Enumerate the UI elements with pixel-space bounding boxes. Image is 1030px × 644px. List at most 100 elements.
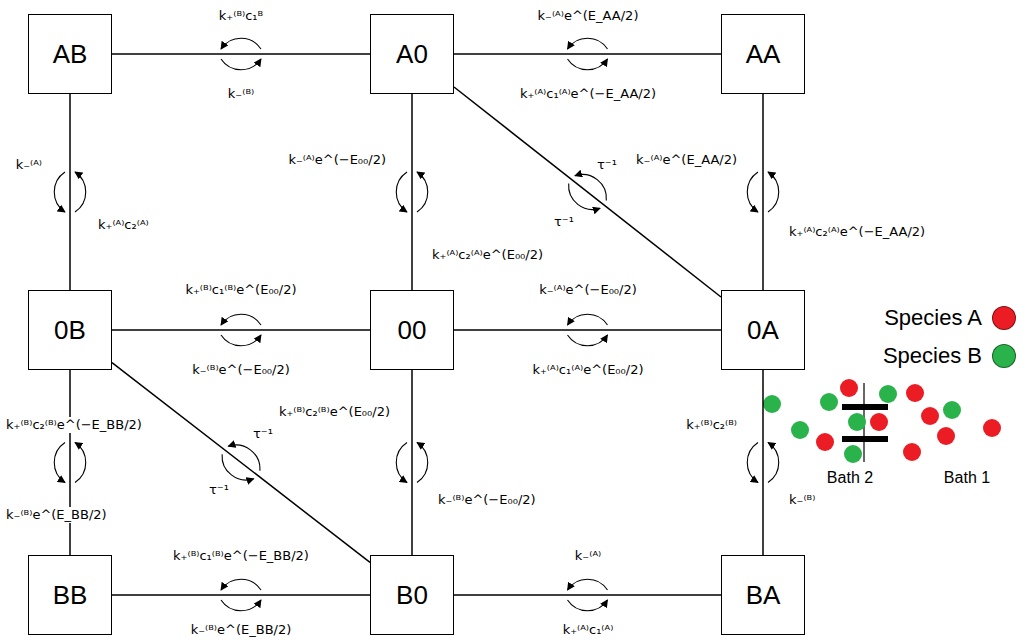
rate-arrow [768, 443, 779, 483]
rate-label: k₋⁽ᴬ⁾e^(E_AA/2) [536, 8, 641, 24]
transition-line [454, 87, 721, 297]
state-name: 0B [54, 315, 86, 345]
rate-label: τ⁻¹ [207, 482, 231, 498]
rate-arrow [562, 184, 600, 217]
rate-label: k₋⁽ᴮ⁾e^(−E₀₀/2) [436, 492, 538, 508]
rate-arrow-pair [216, 438, 267, 487]
rate-arrow-pair [221, 579, 261, 610]
state-name: BA [746, 580, 781, 610]
channel-bar [842, 436, 888, 442]
rate-label: k₊⁽ᴬ⁾c₁⁽ᴬ⁾ [561, 622, 616, 638]
rate-arrow [568, 335, 608, 346]
transition-line [762, 94, 764, 290]
transition-line [411, 94, 413, 290]
transition-line [454, 594, 721, 596]
legend-text: Species A [884, 305, 982, 331]
rate-arrow-pair [562, 167, 613, 216]
rate-arrow-pair [747, 443, 778, 483]
rate-arrow-pair [568, 579, 608, 610]
rate-arrow [568, 579, 608, 590]
legend-entry: Species B [883, 343, 1016, 369]
transition-line [112, 363, 370, 563]
rate-label: τ⁻¹ [595, 157, 619, 173]
rate-arrow [221, 314, 261, 325]
channel-bar [842, 404, 888, 410]
state-name: AA [746, 39, 781, 69]
rate-label: k₋⁽ᴬ⁾ [14, 157, 44, 173]
state-box: BB [28, 555, 112, 635]
legend-entry: Species A [884, 305, 1016, 331]
rate-label: k₋⁽ᴬ⁾ [573, 548, 603, 564]
rate-label: k₋⁽ᴮ⁾ [226, 86, 256, 102]
rate-arrow [221, 38, 261, 49]
transition-line [112, 594, 370, 596]
rate-label: k₊⁽ᴮ⁾c₁⁽ᴮ⁾e^(−E_BB/2) [171, 548, 311, 564]
state-name: BB [53, 580, 88, 610]
rate-arrow [221, 59, 261, 70]
legend-text: Species B [883, 343, 982, 369]
rate-arrow [221, 579, 261, 590]
state-box: 0A [721, 290, 805, 370]
rate-arrow [568, 600, 608, 611]
transition-line [69, 370, 71, 555]
rate-label: k₊⁽ᴬ⁾c₂⁽ᴬ⁾e^(E₀₀/2) [430, 247, 545, 263]
state-name: AB [53, 39, 88, 69]
rate-arrow-pair [747, 172, 778, 212]
rate-arrow-pair [396, 443, 427, 483]
rate-arrow-pair [221, 314, 261, 345]
rate-label: k₊⁽ᴬ⁾c₂⁽ᴬ⁾ [96, 217, 151, 233]
bath-label: Bath 1 [942, 470, 992, 486]
rate-label: k₋⁽ᴮ⁾ [787, 492, 817, 508]
transition-line [454, 53, 721, 55]
rate-label: k₊⁽ᴮ⁾c₁⁽ᴮ⁾e^(E₀₀/2) [183, 282, 298, 298]
rate-arrow [768, 172, 779, 212]
state-name: A0 [396, 39, 428, 69]
rate-arrow-pair [54, 172, 85, 212]
transition-line [112, 53, 370, 55]
state-box: 0B [28, 290, 112, 370]
state-box: A0 [370, 14, 454, 94]
bath-label: Bath 2 [825, 470, 875, 486]
rate-label: τ⁻¹ [552, 214, 576, 230]
legend-swatch [992, 306, 1016, 330]
rate-arrow [54, 443, 65, 483]
species-b-particles [763, 385, 961, 463]
rate-label: k₊⁽ᴮ⁾c₂⁽ᴮ⁾e^(E₀₀/2) [277, 404, 392, 420]
rate-arrow [417, 443, 428, 483]
rate-arrow [54, 172, 65, 212]
legend-swatch [992, 344, 1016, 368]
rate-label: k₊⁽ᴬ⁾c₁⁽ᴬ⁾e^(E₀₀/2) [530, 362, 645, 378]
transition-line [112, 329, 370, 331]
rate-arrow [75, 443, 86, 483]
rate-label: k₋⁽ᴬ⁾e^(−E₀₀/2) [286, 152, 388, 168]
rate-label: k₋⁽ᴮ⁾e^(E_BB/2) [4, 507, 109, 523]
transition-line [762, 370, 764, 555]
rate-arrow [747, 172, 758, 212]
state-name: B0 [396, 580, 428, 610]
rate-arrow-pair [568, 314, 608, 345]
rate-label: k₊⁽ᴮ⁾c₁ᴮ [217, 8, 265, 24]
rate-label: k₋⁽ᴮ⁾e^(E_BB/2) [189, 622, 294, 638]
rate-label: k₊⁽ᴬ⁾c₂⁽ᴬ⁾e^(−E_AA/2) [787, 224, 927, 240]
transition-line [454, 329, 721, 331]
rate-arrow [221, 600, 261, 611]
rate-arrow [75, 172, 86, 212]
state-box: BA [721, 555, 805, 635]
rate-label: k₊⁽ᴮ⁾c₂⁽ᴮ⁾e^(−E_BB/2) [4, 417, 144, 433]
state-box: B0 [370, 555, 454, 635]
rate-arrow-pair [396, 172, 427, 212]
state-box: AB [28, 14, 112, 94]
rate-arrow [568, 59, 608, 70]
rate-label: k₋⁽ᴮ⁾e^(−E₀₀/2) [190, 362, 292, 378]
rate-label: τ⁻¹ [251, 426, 275, 442]
rate-label: k₊⁽ᴬ⁾c₁⁽ᴬ⁾e^(−E_AA/2) [518, 86, 658, 102]
rate-label: k₊⁽ᴮ⁾c₂⁽ᴮ⁾ [684, 417, 739, 433]
rate-arrow [396, 172, 407, 212]
transition-line [69, 94, 71, 290]
rate-arrow [568, 38, 608, 49]
species-a-particles [816, 379, 1001, 461]
state-box: AA [721, 14, 805, 94]
rate-label: k₋⁽ᴬ⁾e^(E_AA/2) [634, 152, 739, 168]
